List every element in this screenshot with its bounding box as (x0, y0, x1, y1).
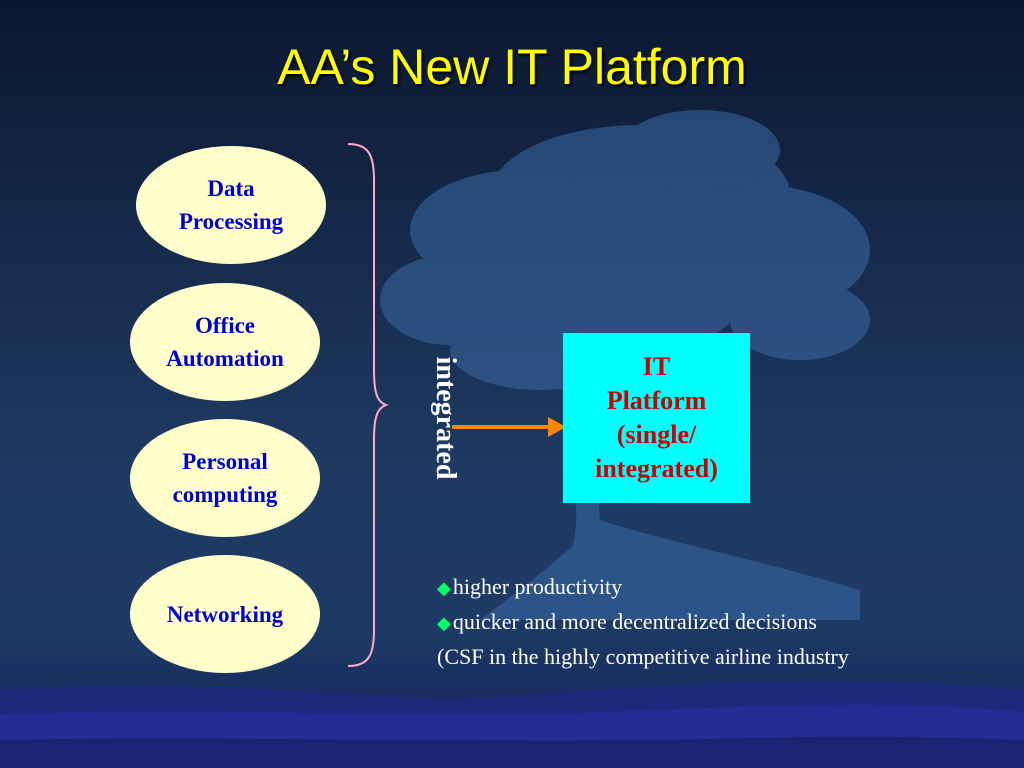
it-platform-box: IT Platform (single/ integrated) (563, 333, 750, 503)
diamond-bullet-icon: ◆ (437, 578, 451, 598)
benefits-list: ◆higher productivity ◆quicker and more d… (437, 570, 957, 674)
slide-title: AA’s New IT Platform (277, 39, 747, 95)
grouping-brace (347, 143, 389, 667)
oval-office-automation: Office Automation (130, 283, 320, 401)
bullet-item: ◆higher productivity (437, 570, 957, 605)
oval-personal-computing: Personal computing (130, 419, 320, 537)
arrow-right-icon (452, 417, 566, 437)
bullet-item: ◆quicker and more decentralized decision… (437, 605, 957, 640)
diamond-bullet-icon: ◆ (437, 613, 451, 633)
bullet-text: quicker and more decentralized decisions (452, 609, 817, 634)
oval-data-processing: Data Processing (136, 146, 326, 264)
bullet-text: higher productivity (452, 574, 623, 599)
csf-note: (CSF in the highly competitive airline i… (437, 644, 849, 669)
oval-networking: Networking (130, 555, 320, 673)
